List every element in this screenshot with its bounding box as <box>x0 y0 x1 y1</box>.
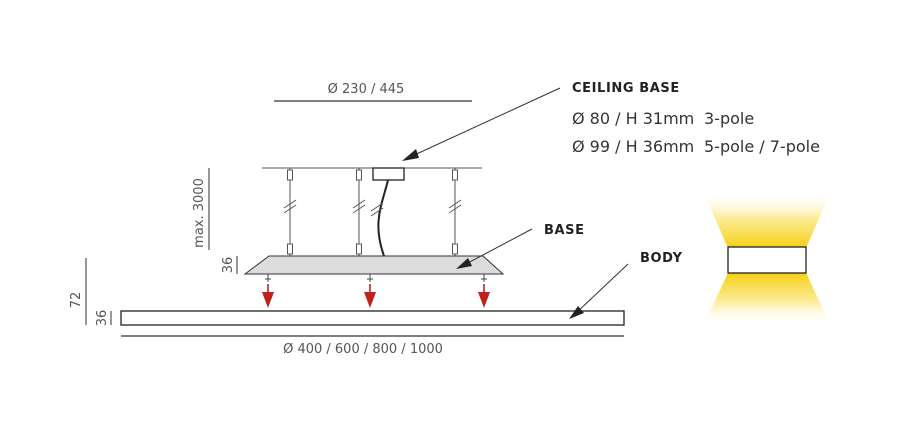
body-height-dimension: 36 <box>95 310 112 327</box>
total-height-label: 72 <box>69 292 84 309</box>
ceiling-base-callout: CEILING BASE Ø 80 / H 31mm 3-pole Ø 99 /… <box>402 81 820 161</box>
body-diameter-label: Ø 400 / 600 / 800 / 1000 <box>283 342 443 357</box>
base-plate <box>243 255 505 275</box>
downward-light-beam <box>705 273 829 322</box>
body-diameter-dimension: Ø 400 / 600 / 800 / 1000 <box>121 335 624 357</box>
max-height-dimension: max. 3000 <box>192 168 210 250</box>
ceiling-base-spec-2-size: Ø 99 / H 36mm <box>572 137 694 156</box>
ceiling-base-box <box>372 167 405 181</box>
ceiling-diameter-dimension: Ø 230 / 445 <box>274 82 472 102</box>
down-arrow-icon <box>262 284 274 308</box>
base-label: BASE <box>544 223 585 238</box>
body-label: BODY <box>640 251 683 266</box>
mount-pins <box>265 274 487 282</box>
luminaire-body-icon <box>727 246 807 274</box>
ceiling-base-spec-1-poles: 3-pole <box>704 109 754 128</box>
suspension-cables <box>283 168 462 256</box>
light-beam-illustration <box>705 196 829 322</box>
ceiling-base-spec-2-poles: 5-pole / 7-pole <box>704 137 820 156</box>
base-height-dimension: 36 <box>221 256 238 274</box>
mount-arrows <box>262 284 490 308</box>
power-cable <box>377 179 389 257</box>
ceiling-base-label: CEILING BASE <box>572 81 680 96</box>
body-bar <box>120 310 625 326</box>
total-height-dimension: 72 <box>69 258 87 325</box>
ceiling-base-spec-1-size: Ø 80 / H 31mm <box>572 109 694 128</box>
body-height-label: 36 <box>95 310 110 327</box>
base-callout: BASE <box>456 223 585 269</box>
upward-light-beam <box>705 196 829 248</box>
max-height-label: max. 3000 <box>192 178 207 248</box>
base-height-label: 36 <box>221 257 236 274</box>
body-callout: BODY <box>569 251 683 319</box>
ceiling-diameter-label: Ø 230 / 445 <box>328 82 405 97</box>
down-arrow-icon <box>364 284 376 308</box>
down-arrow-icon <box>478 284 490 308</box>
power-cable-break <box>370 202 384 217</box>
